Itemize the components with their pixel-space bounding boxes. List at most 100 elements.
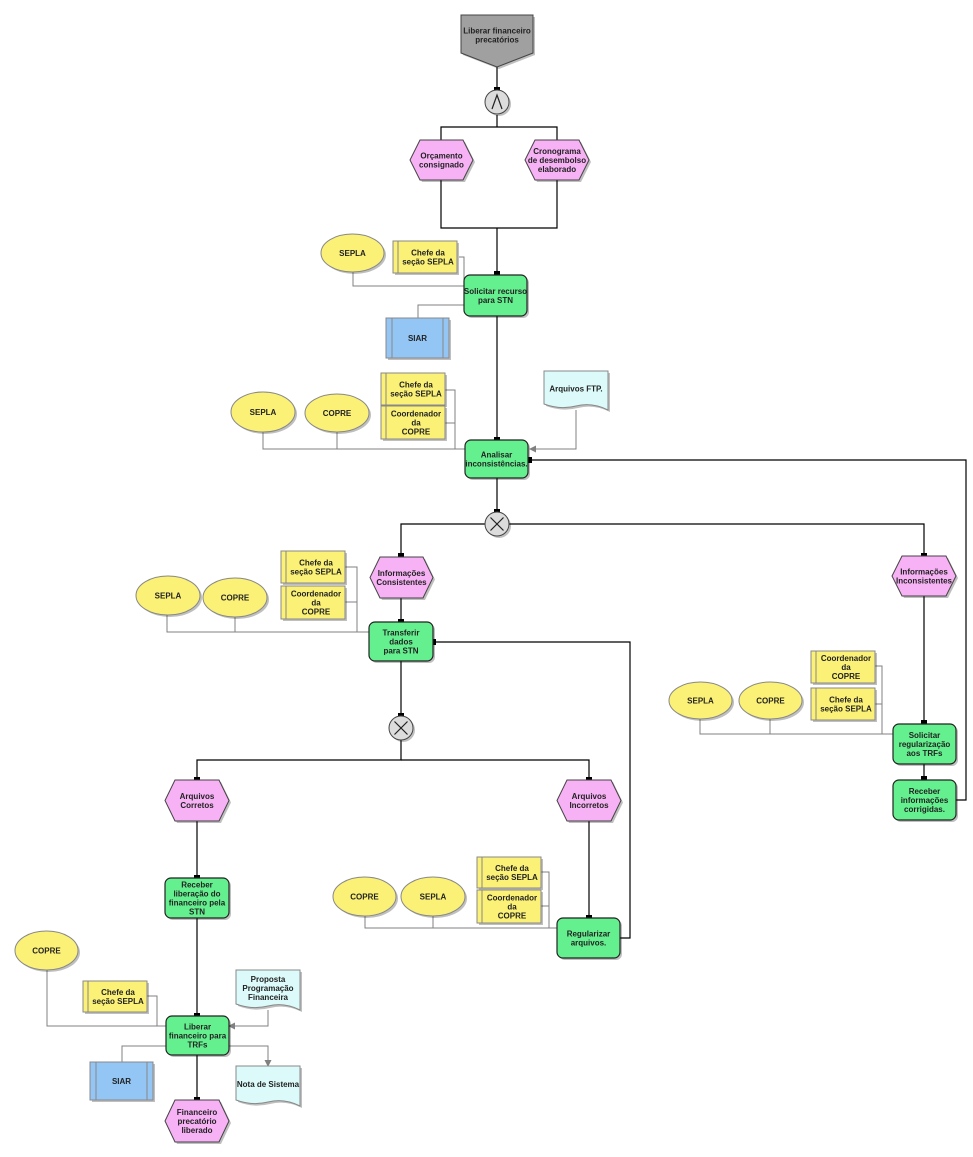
assoc-chefe6 [147, 995, 158, 1026]
node-label: da [411, 419, 421, 428]
node-shape [280, 585, 346, 620]
node-label: Coordenador [391, 410, 441, 419]
node-label: Chefe da [829, 696, 863, 705]
node-label: SIAR [408, 334, 427, 343]
edge-receber-loop [526, 457, 967, 801]
edge-events-join [440, 180, 558, 229]
node-org-org-copre6[interactable]: COPRE [14, 930, 80, 972]
node-label: Nota de Sistema [237, 1080, 300, 1089]
node-shape [891, 555, 957, 597]
node-label: Chefe da [411, 249, 445, 258]
node-org-org-copre3[interactable]: COPRE [202, 577, 269, 619]
node-label: SEPLA [155, 592, 182, 601]
node-shape [230, 391, 296, 433]
node-label: STN [189, 908, 205, 917]
node-label: SEPLA [687, 697, 714, 706]
node-org-org-copre4[interactable]: COPRE [738, 681, 804, 721]
node-org-org-copre2[interactable]: COPRE [304, 393, 371, 434]
node-label: SIAR [112, 1077, 131, 1086]
node-shape [556, 779, 622, 822]
node-org-org-sepla4[interactable]: SEPLA [668, 681, 734, 721]
node-label: Arquivos FTP. [549, 385, 602, 394]
assoc-org2 [262, 430, 465, 450]
node-label: Orçamento [420, 152, 462, 161]
node-org-org-sepla2[interactable]: SEPLA [230, 391, 297, 434]
node-shape [409, 139, 474, 181]
node-shape [135, 575, 201, 616]
edge-xor2-right [401, 759, 592, 783]
node-label: da [311, 599, 321, 608]
assoc-sepla1 [352, 272, 464, 287]
node-shape [380, 372, 446, 406]
node-label: COPRE [402, 428, 431, 437]
node-label: precatório [177, 1117, 216, 1126]
node-label: Arquivos [572, 792, 607, 801]
node-label: Inconsistentes [896, 577, 953, 586]
node-label: Informações [900, 568, 948, 577]
node-label: seção SEPLA [486, 873, 538, 882]
node-system-sys-siar1[interactable]: SIAR [385, 317, 451, 360]
assoc-org4 [699, 719, 893, 735]
assoc-org3 [166, 615, 369, 633]
node-org-org-copre5[interactable]: COPRE [332, 876, 398, 918]
node-shape [460, 14, 534, 68]
node-document-doc-nota[interactable]: Nota de Sistema [235, 1065, 302, 1108]
node-system-sys-siar2[interactable]: SIAR [89, 1061, 155, 1102]
association-edges [46, 256, 893, 1067]
node-label: seção SEPLA [290, 568, 342, 577]
xor-icon [490, 517, 504, 531]
node-shape [810, 687, 876, 721]
node-label: SEPLA [250, 408, 277, 417]
node-xor-xor1[interactable] [484, 511, 511, 538]
node-org-org-sepla5[interactable]: SEPLA [400, 876, 467, 918]
node-label: Financeiro [177, 1108, 218, 1117]
assoc-pos2 [445, 389, 456, 449]
node-shape [280, 550, 346, 584]
node-shape [556, 917, 621, 959]
node-shape [369, 556, 434, 599]
node-org-org-sepla1[interactable]: SEPLA [320, 233, 386, 274]
node-label: Coordenador [291, 590, 341, 599]
node-shape [14, 930, 79, 971]
node-label: Solicitar recurso [464, 287, 527, 296]
node-shape [368, 621, 434, 662]
node-org-org-sepla3[interactable]: SEPLA [135, 575, 202, 617]
node-shape [332, 876, 397, 917]
node-label: da [841, 663, 851, 672]
node-shape [392, 240, 458, 274]
assoc-pos3 [345, 566, 358, 632]
node-shape [89, 1061, 154, 1101]
node-document-doc-ftp[interactable]: Arquivos FTP. [543, 370, 610, 412]
node-and-and1[interactable] [484, 89, 511, 116]
node-xor-xor2[interactable] [388, 715, 415, 742]
node-shape [543, 370, 609, 411]
